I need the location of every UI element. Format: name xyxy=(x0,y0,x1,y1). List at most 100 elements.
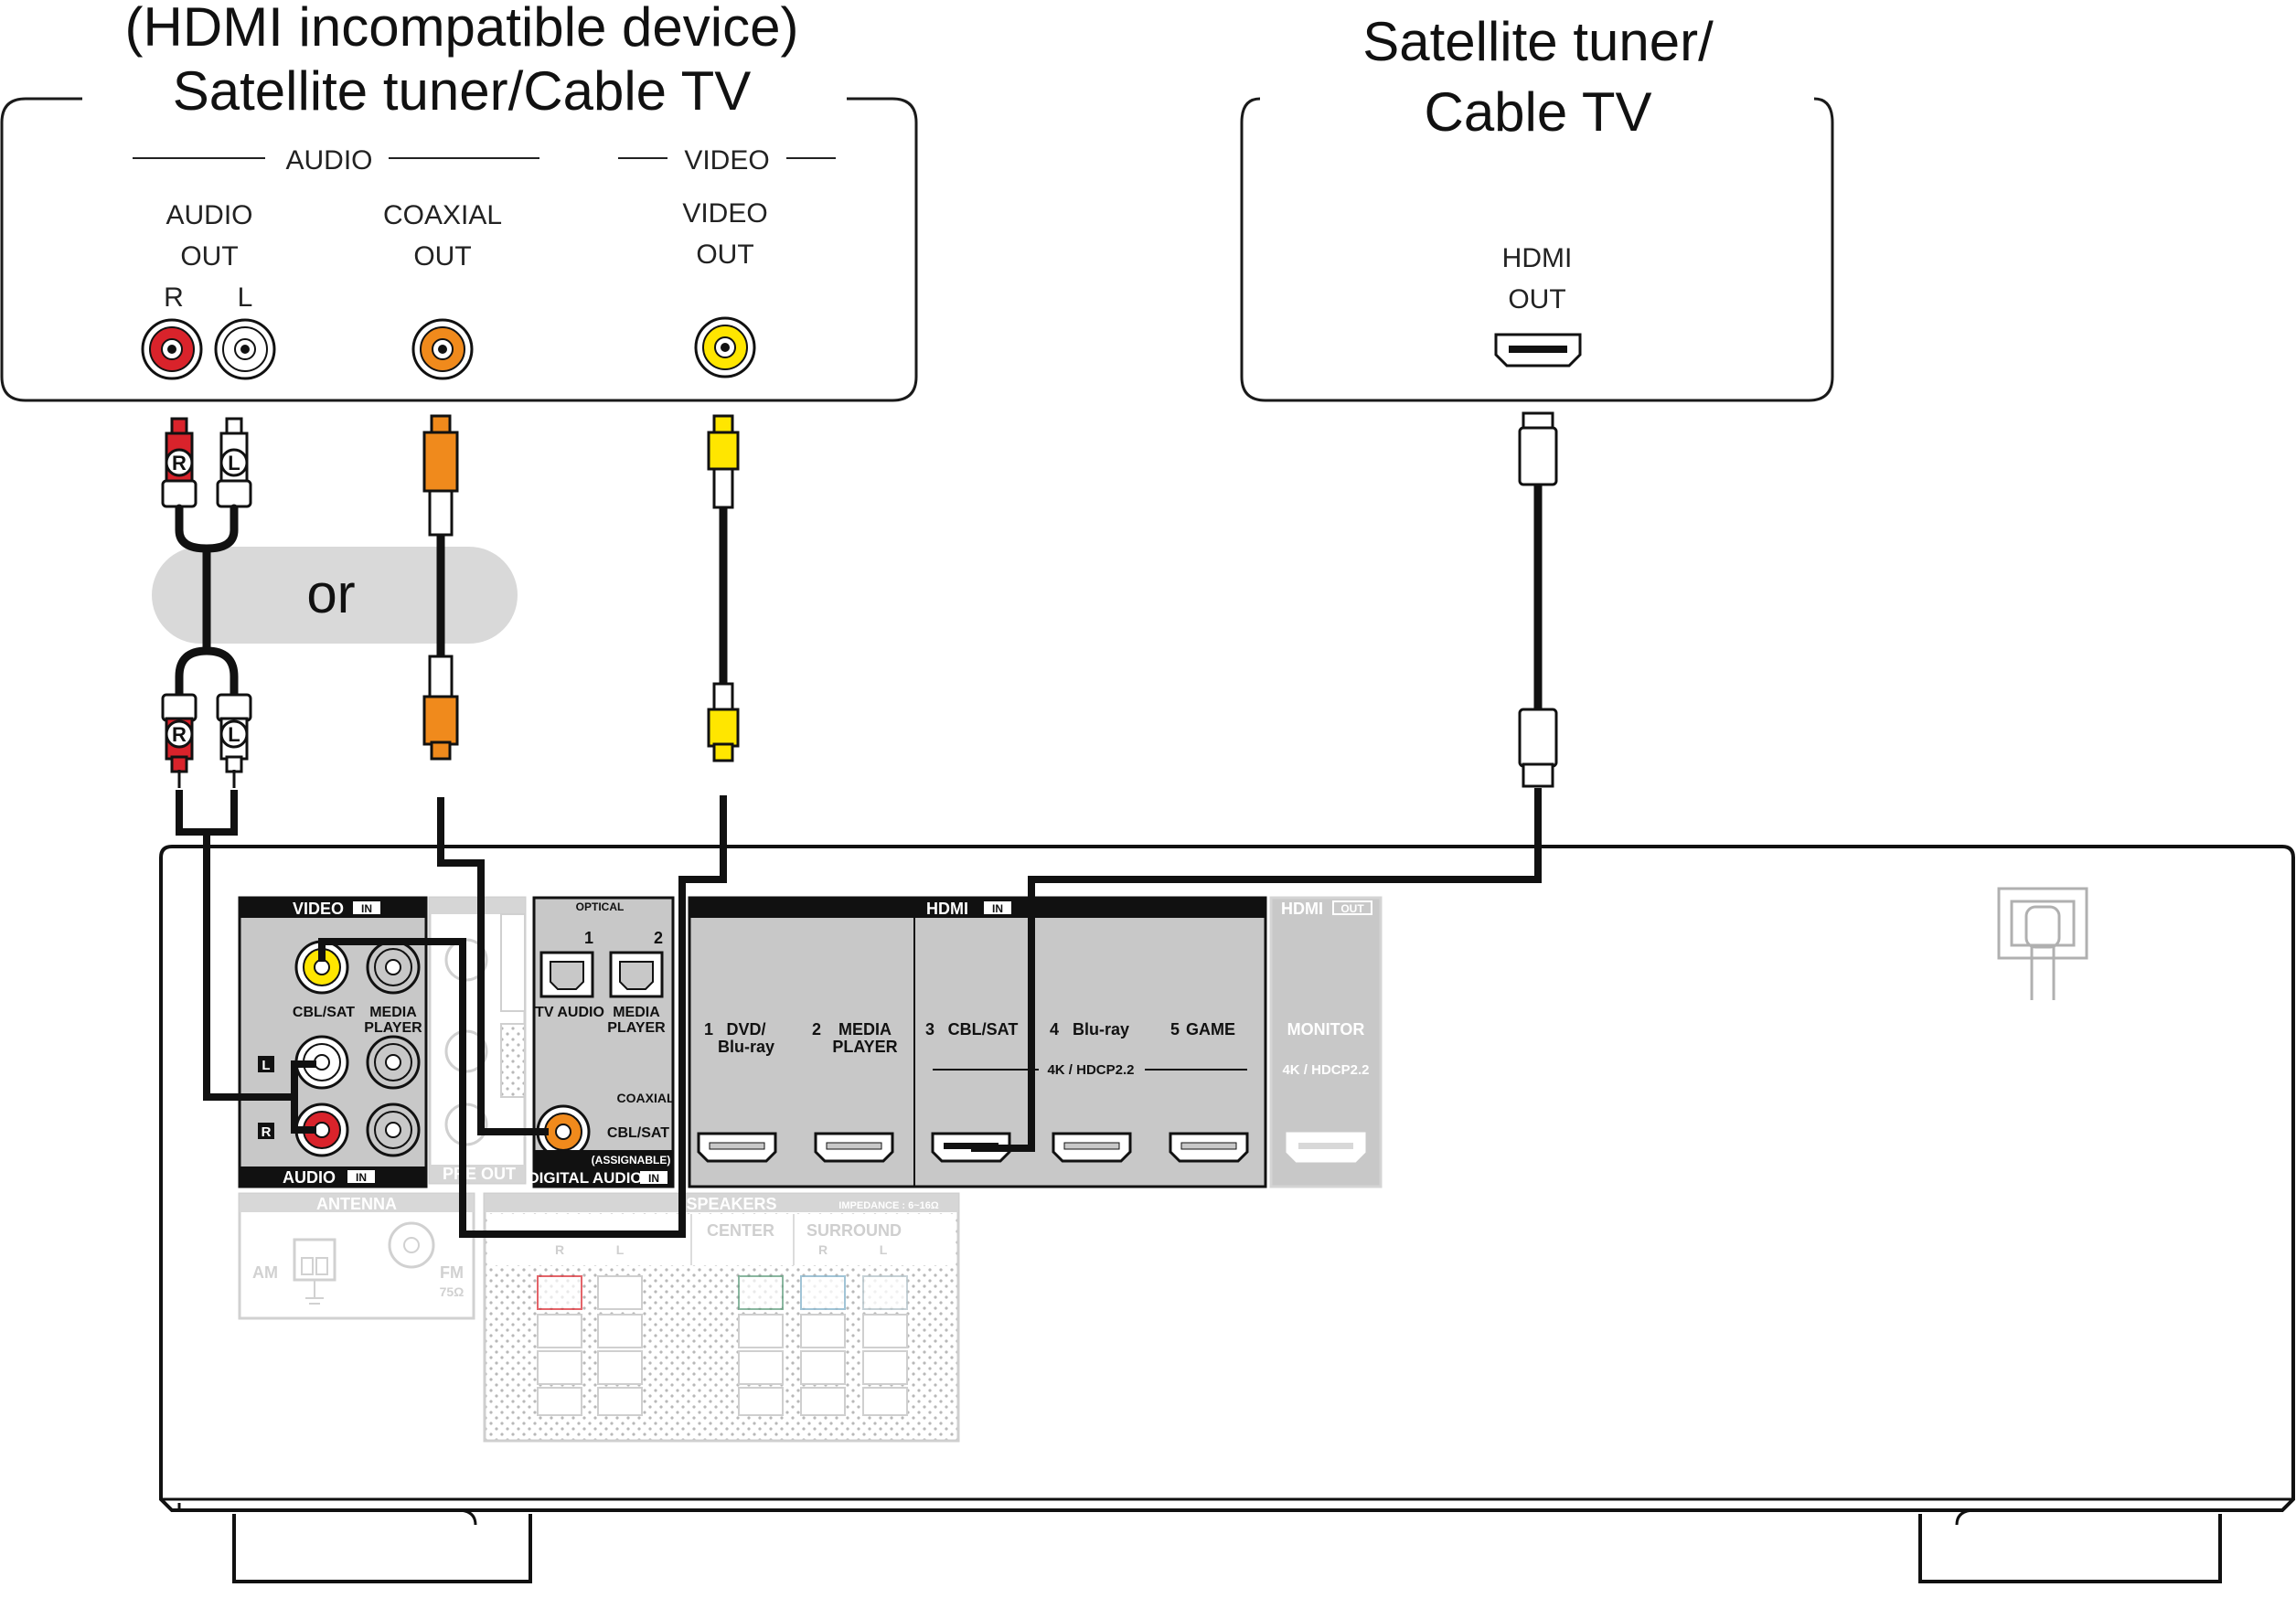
fm-terminal[interactable] xyxy=(388,1221,435,1269)
digital-audio-badge: IN xyxy=(648,1172,659,1185)
analog-device-title-line2: Satellite tuner/Cable TV xyxy=(173,60,752,122)
video-cable-route xyxy=(318,795,727,1238)
speaker-terminal-center[interactable] xyxy=(738,1275,784,1416)
speaker-terminal-front-l[interactable] xyxy=(597,1275,643,1416)
rca-jack-video-out[interactable] xyxy=(694,316,756,378)
rca-jack-audio-r[interactable] xyxy=(141,318,203,380)
audio-in-label: AUDIO xyxy=(283,1168,336,1187)
hdmi-out-panel: HDMI OUT MONITOR 4K / HDCP2.2 xyxy=(1269,896,1383,1188)
hdmi-device-title-line2: Cable TV xyxy=(1424,81,1651,143)
upper-plug-r-badge: R xyxy=(165,448,194,477)
lower-plug-l-badge: L xyxy=(219,719,249,749)
video-in-media-label-line1: MEDIA xyxy=(369,1005,417,1020)
audio-in-cbl-sat-l-jack[interactable] xyxy=(294,1035,349,1090)
upper-coaxial-plug[interactable] xyxy=(422,414,459,537)
receiver-foot-left xyxy=(232,1514,532,1583)
analog-source-device: (HDMI incompatible device) Satellite tun… xyxy=(0,0,918,402)
assignable-label: (ASSIGNABLE) xyxy=(592,1154,671,1167)
speaker-terminal-front-r[interactable] xyxy=(537,1275,582,1416)
audio-in-r-badge: R xyxy=(262,1124,272,1140)
optical-1-label: 1 xyxy=(584,929,593,947)
fm-label: FM xyxy=(440,1263,464,1282)
coaxial-cable-route xyxy=(437,797,549,1135)
hdmi-in-2-label-line1: MEDIA xyxy=(838,1020,892,1039)
upper-video-plug[interactable] xyxy=(707,414,740,509)
optical-in-1-port[interactable] xyxy=(539,951,594,998)
lower-coaxial-plug[interactable] xyxy=(422,655,459,761)
speakers-label: SPEAKERS xyxy=(686,1195,776,1213)
impedance-label: IMPEDANCE : 6~16Ω xyxy=(838,1200,939,1211)
rca-jack-coaxial-out[interactable] xyxy=(411,318,474,380)
digital-audio-label: DIGITAL AUDIO xyxy=(528,1169,642,1187)
antenna-label: ANTENNA xyxy=(316,1195,397,1213)
surround-label: SURROUND xyxy=(806,1221,902,1240)
surround-l-label: L xyxy=(880,1242,888,1257)
video-in-media-label-line2: PLAYER xyxy=(364,1020,422,1036)
rca-jack-audio-l[interactable] xyxy=(214,318,276,380)
hdmi-cable-route xyxy=(971,788,1542,1152)
optical-label: OPTICAL xyxy=(576,900,625,913)
video-in-badge: IN xyxy=(361,902,372,915)
am-terminal[interactable] xyxy=(293,1238,336,1282)
hdmi-in-5-port[interactable] xyxy=(1169,1132,1249,1163)
hdcp-label: 4K / HDCP2.2 xyxy=(1047,1062,1134,1078)
fm-ohm-label: 75Ω xyxy=(440,1284,465,1299)
analog-device-title-line1: (HDMI incompatible device) xyxy=(125,0,799,58)
audio-in-badge: IN xyxy=(356,1171,367,1184)
antenna-section: ANTENNA AM FM 75Ω xyxy=(238,1192,475,1320)
hdmi-out-badge: OUT xyxy=(1340,902,1364,915)
upper-plug-l-label: L xyxy=(228,452,240,474)
audio-in-l-badge: L xyxy=(262,1058,270,1073)
optical-media-label-line2: PLAYER xyxy=(607,1020,666,1036)
front-l-label: L xyxy=(616,1242,625,1257)
power-inlet xyxy=(1997,887,2088,1000)
audio-in-media-player-r-jack[interactable] xyxy=(366,1103,421,1157)
video-group-label: VIDEO xyxy=(684,145,769,176)
video-in-cbl-sat-label: CBL/SAT xyxy=(293,1005,355,1020)
hdmi-in-1-port[interactable] xyxy=(697,1132,777,1163)
hdmi-in-header: HDMI xyxy=(926,900,968,918)
hdmi-source-device: Satellite tuner/ Cable TV HDMI OUT xyxy=(1240,11,1834,402)
speaker-terminal-surround-l[interactable] xyxy=(862,1275,908,1416)
hdmi-in-5-label: GAME xyxy=(1186,1020,1235,1039)
hdmi-in-3-num: 3 xyxy=(925,1020,934,1039)
optical-media-label-line1: MEDIA xyxy=(613,1005,660,1020)
audio-out-r-label: R xyxy=(164,282,184,313)
optical-2-label: 2 xyxy=(654,929,663,947)
lower-plug-r-badge: R xyxy=(165,719,194,749)
or-divider: or xyxy=(152,547,518,644)
coaxial-in-label: COAXIAL xyxy=(617,1091,675,1105)
lower-video-plug[interactable] xyxy=(707,682,740,762)
coaxial-in-cbl-sat-jack[interactable] xyxy=(536,1104,591,1159)
coaxial-out-label-line2: OUT xyxy=(413,241,471,272)
hdmi-out-label-line2: OUT xyxy=(1508,284,1565,314)
hdmi-in-4-num: 4 xyxy=(1050,1020,1059,1039)
audio-out-label-line1: AUDIO xyxy=(166,200,252,230)
av-receiver: ANTENNA AM FM 75Ω SPEAKERS IMPEDANCE : 6… xyxy=(159,845,2295,1583)
video-out-label-line1: VIDEO xyxy=(682,198,767,229)
hdmi-monitor-out-port[interactable] xyxy=(1286,1132,1366,1163)
upper-plug-r-label: R xyxy=(172,452,187,474)
monitor-hdcp-label: 4K / HDCP2.2 xyxy=(1282,1062,1369,1078)
hdmi-in-3-label: CBL/SAT xyxy=(948,1020,1019,1039)
audio-in-cbl-sat-r-jack[interactable] xyxy=(294,1103,349,1157)
hdmi-out-port[interactable] xyxy=(1494,333,1582,368)
optical-in-2-port[interactable] xyxy=(609,951,664,998)
hdmi-in-1-num: 1 xyxy=(704,1020,713,1039)
audio-out-l-label: L xyxy=(238,282,253,313)
speaker-terminal-surround-r[interactable] xyxy=(800,1275,846,1416)
audio-cable-into-receiver xyxy=(176,790,238,836)
hdmi-in-4-label: Blu-ray xyxy=(1073,1020,1129,1039)
hdmi-in-2-port[interactable] xyxy=(814,1132,894,1163)
analog-input-panel: VIDEO IN CBL/SAT MEDIA PLAYER xyxy=(238,896,428,1188)
video-in-media-player-jack[interactable] xyxy=(366,940,421,995)
audio-in-media-player-l-jack[interactable] xyxy=(366,1035,421,1090)
upper-hdmi-plug[interactable] xyxy=(1518,411,1558,486)
audio-out-label-line2: OUT xyxy=(180,241,238,272)
hdmi-in-2-num: 2 xyxy=(812,1020,821,1039)
lower-hdmi-plug[interactable] xyxy=(1518,708,1558,788)
hdmi-in-4-port[interactable] xyxy=(1052,1132,1132,1163)
hdmi-in-1-label-line1: DVD/ xyxy=(726,1020,765,1039)
